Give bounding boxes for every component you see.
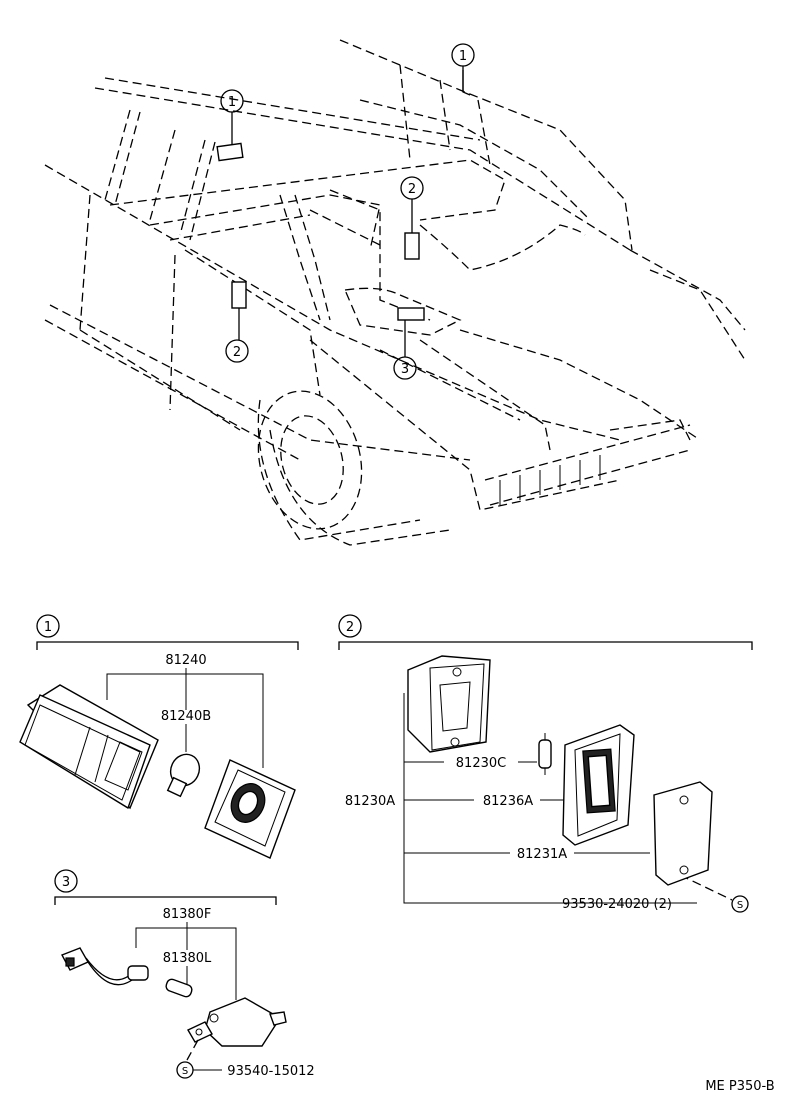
courtesy-lamp-housing — [562, 724, 635, 846]
callout-circle — [393, 356, 417, 380]
callout-circle — [451, 43, 475, 67]
marker-room-lamp-rear — [216, 142, 244, 162]
section-2-number: 2 — [346, 620, 354, 635]
callout-1-rear: 1 — [228, 95, 236, 110]
map-lamp-bulb — [165, 978, 193, 998]
section-2-bracket — [338, 641, 753, 650]
courtesy-lamp-bulb — [538, 733, 552, 775]
section-3-bracket — [54, 896, 277, 905]
vehicle-illustration — [44, 39, 746, 546]
section-1: 1 81240 81240B — [19, 614, 299, 859]
vehicle-callouts: 1 1 2 2 3 — [220, 43, 475, 380]
callout-3: 3 — [401, 362, 409, 377]
section-3-number: 3 — [62, 875, 70, 890]
section-1-number: 1 — [44, 620, 52, 635]
vehicle-part-markers — [216, 70, 471, 321]
marker-map-lamp — [397, 307, 425, 321]
room-lamp-base — [204, 759, 296, 859]
label-81380F: 81380F — [163, 907, 212, 922]
callout-circle — [400, 176, 424, 200]
callout-2-right: 2 — [408, 182, 416, 197]
label-93540-15012: 93540-15012 — [227, 1064, 314, 1079]
callout-circle — [220, 89, 244, 113]
label-93530-24020: 93530-24020 (2) — [562, 897, 672, 912]
map-lamp-body — [187, 997, 287, 1047]
diagram-code: ME P350-B — [705, 1079, 774, 1094]
room-lamp-lens — [19, 684, 159, 810]
label-81240B: 81240B — [161, 709, 211, 724]
screw-symbol-s: S — [737, 900, 743, 911]
marker-courtesy-lamp-left — [231, 281, 247, 309]
room-lamp-bulb — [166, 753, 201, 798]
label-81230C: 81230C — [456, 756, 506, 771]
label-81236A: 81236A — [483, 794, 533, 809]
marker-courtesy-lamp-right — [404, 232, 420, 260]
callout-1-front: 1 — [459, 49, 467, 64]
label-81240: 81240 — [165, 653, 206, 668]
section-2: 2 81230A 81230C 81236A 81231A 93530-2402… — [338, 614, 753, 913]
label-81380L: 81380L — [163, 951, 212, 966]
callout-circle — [225, 339, 249, 363]
map-lamp-harness — [61, 947, 149, 986]
section-1-bracket — [36, 641, 299, 650]
screw-symbol-s: S — [182, 1066, 188, 1077]
section-3: 3 81380F 81380L S — [54, 869, 315, 1079]
courtesy-lamp-lens — [653, 781, 713, 886]
label-81230A: 81230A — [345, 794, 395, 809]
label-81231A: 81231A — [517, 847, 567, 862]
callout-2-left: 2 — [233, 345, 241, 360]
courtesy-lamp-socket — [407, 655, 491, 753]
